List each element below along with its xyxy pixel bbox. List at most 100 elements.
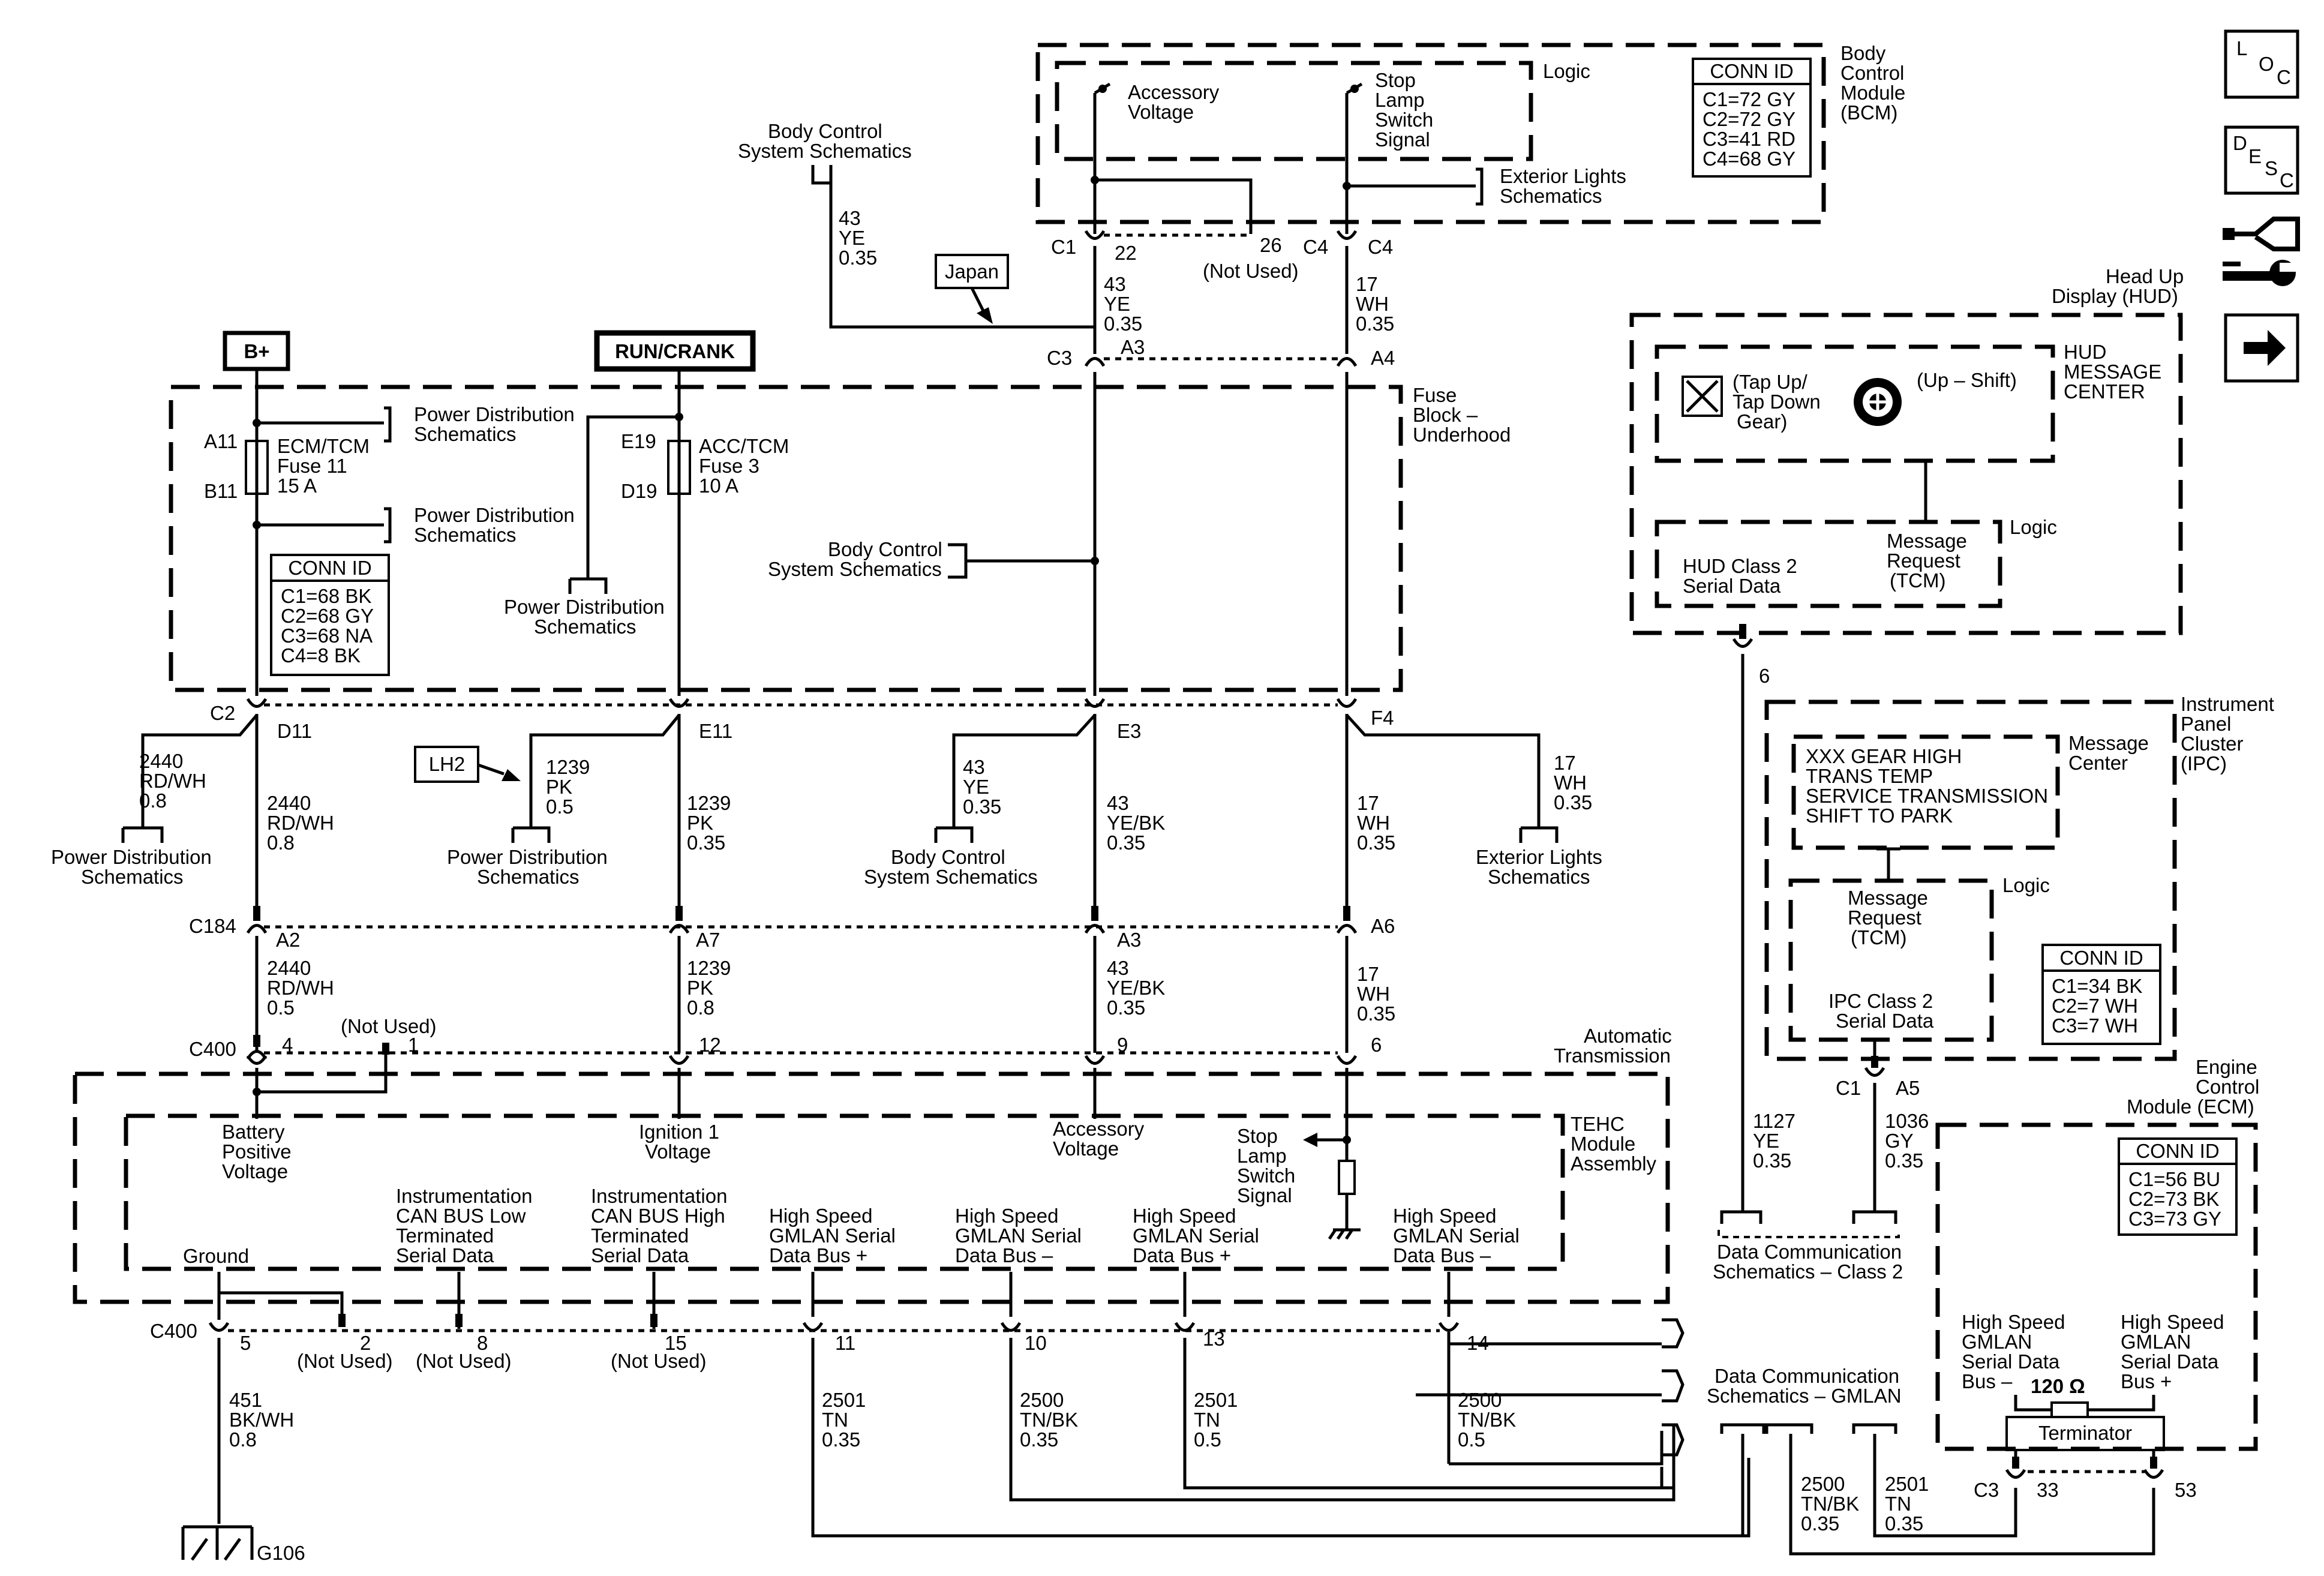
hud-req-1: Message (1887, 530, 1967, 552)
bcs-ref-2: System Schematics (738, 140, 912, 162)
desc-button[interactable]: D E S C (2224, 125, 2299, 195)
bcm-ext-lights-2: Schematics (1500, 185, 1602, 207)
bcs-ref-1: Body Control (768, 120, 882, 142)
ext2-2: Schematics (1488, 866, 1590, 888)
gm1-1: High Speed (769, 1205, 872, 1227)
w2500b-gauge: 2500 (1458, 1389, 1502, 1411)
bcm-accessory-2: Voltage (1128, 101, 1194, 123)
bcm-conn-c2: C2=72 GY (1703, 108, 1795, 130)
hs-minus-3: Serial Data (1962, 1350, 2060, 1373)
w1239c-size: 0.8 (687, 996, 714, 1019)
ipc-message-2: TRANS TEMP (1806, 765, 1933, 787)
w17-size: 0.35 (1356, 313, 1394, 335)
w2440a-size: 0.8 (139, 789, 167, 812)
pin-f4: F4 (1371, 707, 1394, 729)
ecm-name-1: Engine (2196, 1056, 2257, 1078)
batt-2: Positive (222, 1140, 292, 1163)
w2500a-color: TN/BK (1020, 1409, 1078, 1431)
gm3-3: Data Bus + (1133, 1244, 1231, 1266)
ipc-c1: C1 (1836, 1077, 1861, 1099)
japan-option-label: Japan (945, 260, 999, 283)
automatic-transmission: Automatic Transmission C400 4 (Not Used)… (73, 1015, 1672, 1372)
ipc-req-3: (TCM) (1851, 926, 1906, 948)
can-low-3: Terminated (396, 1224, 494, 1247)
batt-1: Battery (222, 1121, 285, 1143)
w2501c-size: 0.35 (1885, 1512, 1923, 1535)
w43b-gauge: 43 (1104, 273, 1126, 295)
ground-label: Ground (183, 1245, 249, 1267)
w43yebk-color: YE/BK (1107, 812, 1165, 834)
ipc-a5: A5 (1896, 1077, 1920, 1099)
ipc-name-1: Instrument (2181, 693, 2274, 715)
pin-a3-c184: A3 (1117, 929, 1141, 951)
pin-15-not-used: (Not Used) (611, 1350, 707, 1372)
ipc-class2-2: Serial Data (1836, 1010, 1934, 1032)
w2500a-gauge: 2500 (1020, 1389, 1064, 1411)
stop-3: Switch (1237, 1164, 1295, 1187)
right-arrow-icon[interactable] (2224, 313, 2299, 383)
fuse3-name: ACC/TCM (699, 435, 789, 457)
hs-plus-1: High Speed (2121, 1311, 2224, 1333)
hs-plus-4: Bus + (2121, 1370, 2172, 1392)
loc-c: C (2277, 66, 2291, 88)
bcm-conn-c3: C3=41 RD (1703, 128, 1795, 150)
top-wires: Body Control System Schematics 43 YE 0.3… (738, 120, 1395, 369)
ipc-name-3: Cluster (2181, 733, 2244, 755)
bcm-name-4: (BCM) (1840, 101, 1897, 124)
can-high-2: CAN BUS High (591, 1205, 725, 1227)
w43c-gauge: 43 (1107, 957, 1129, 979)
trans-name-1: Automatic (1584, 1025, 1672, 1047)
w1239b-size: 0.35 (687, 831, 725, 854)
can-low-2: CAN BUS Low (396, 1205, 526, 1227)
pin-a11: A11 (204, 430, 238, 452)
pin-a7: A7 (696, 929, 720, 951)
gm1-3: Data Bus + (769, 1244, 867, 1266)
ipc-logic: Logic (2002, 874, 2050, 896)
ecm-pin53: 53 (2175, 1479, 2197, 1501)
ecm-c3: C3 (1974, 1479, 1999, 1501)
hs-minus-2: GMLAN (1962, 1331, 2032, 1353)
hud-msg-2: MESSAGE (2064, 361, 2161, 383)
acc-1: Accessory (1053, 1118, 1145, 1140)
w17c-color: WH (1357, 983, 1390, 1005)
gm4-1: High Speed (1393, 1205, 1496, 1227)
w1127-gauge: 1127 (1753, 1110, 1795, 1132)
wrench-icon[interactable] (2223, 260, 2301, 286)
hud-req-3: (TCM) (1890, 569, 1945, 592)
batt-3: Voltage (222, 1160, 288, 1182)
ecm-conn-c1: C1=56 BU (2128, 1168, 2220, 1190)
w43yebk-size: 0.35 (1107, 831, 1145, 854)
ipc-req-2: Request (1848, 906, 1921, 929)
pin-15: 15 (665, 1332, 687, 1354)
tehc-3: Assembly (1571, 1152, 1657, 1175)
w2440a-gauge: 2440 (139, 750, 183, 772)
ecm-conn-c2: C2=73 BK (2128, 1188, 2219, 1210)
harness-connector-icon[interactable] (2223, 217, 2300, 251)
w2500c-color: TN/BK (1801, 1493, 1859, 1515)
hud-req-2: Request (1887, 550, 1960, 572)
hs-minus-1: High Speed (1962, 1311, 2065, 1333)
a3-pin: A3 (1121, 336, 1145, 358)
conn-c2: C2 (210, 702, 235, 724)
c400-not-used: (Not Used) (341, 1015, 437, 1037)
pds2-2: Schematics (414, 524, 517, 546)
w2500a-size: 0.35 (1020, 1428, 1058, 1451)
g106-label: G106 (257, 1542, 305, 1564)
w2440b-gauge: 2440 (267, 792, 311, 814)
acc-2: Voltage (1053, 1137, 1119, 1160)
w17c-size: 0.35 (1357, 1002, 1395, 1025)
hs-minus-4: Bus – (1962, 1370, 2013, 1392)
bcm-ext-lights-1: Exterior Lights (1500, 165, 1626, 187)
loc-button[interactable]: L O C (2224, 29, 2299, 99)
hud-msg-1: HUD (2064, 341, 2107, 363)
pin-d11: D11 (277, 720, 312, 742)
w1127-color: YE (1753, 1130, 1779, 1152)
fuse11-name: ECM/TCM (277, 435, 370, 457)
pds-left-2: Schematics (81, 866, 184, 888)
c3-label: C3 (1047, 347, 1072, 369)
w1239b-color: PK (687, 812, 713, 834)
w2440c-size: 0.5 (267, 996, 295, 1019)
desc-e: E (2248, 145, 2262, 167)
trans-name-2: Transmission (1554, 1044, 1671, 1067)
pin-8: 8 (477, 1332, 488, 1354)
